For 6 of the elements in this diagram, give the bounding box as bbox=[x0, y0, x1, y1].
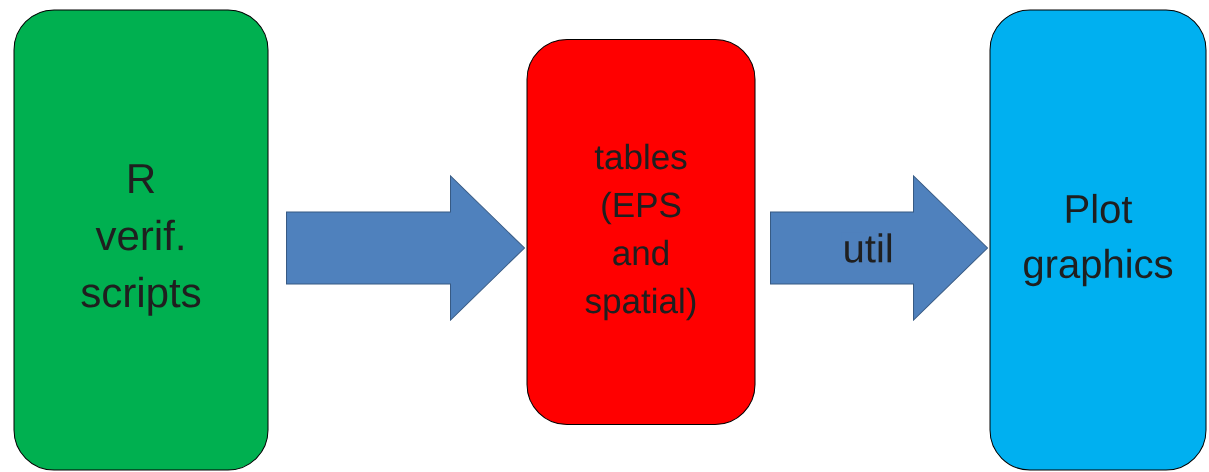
process-box: R verif. scripts bbox=[13, 9, 269, 471]
edge-label: util bbox=[841, 232, 895, 264]
process-box: Plot graphics bbox=[989, 9, 1207, 471]
block-arrow bbox=[286, 175, 525, 321]
block-arrow bbox=[770, 175, 988, 321]
process-box: tables (EPS and spatial) bbox=[526, 39, 756, 425]
